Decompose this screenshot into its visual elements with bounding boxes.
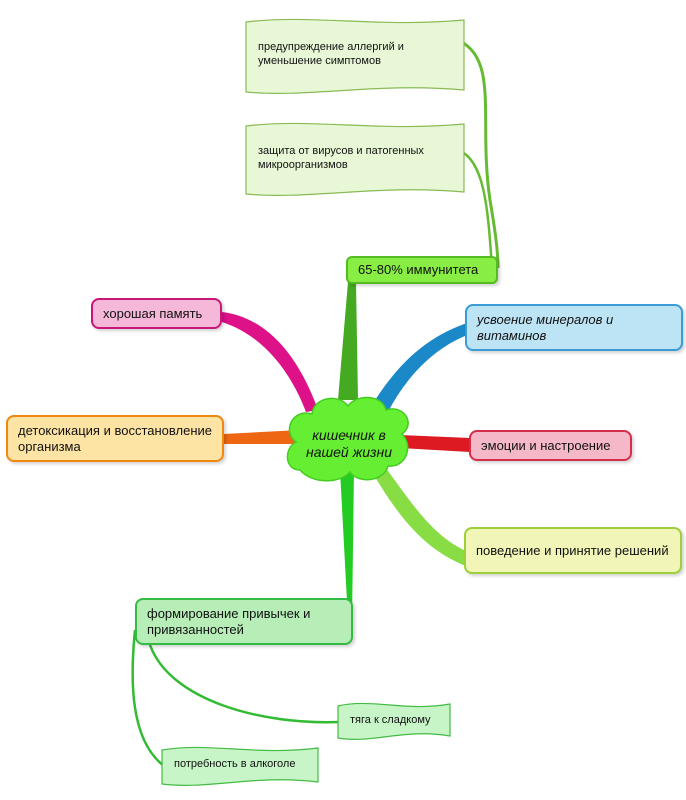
branch-emotions	[400, 435, 470, 452]
node-detox[interactable]: детоксикация и восстановление организма	[6, 415, 224, 462]
central-topic-cloud	[286, 396, 409, 482]
central-topic-label[interactable]: кишечник в нашей жизни	[306, 427, 392, 460]
node-emotions[interactable]: эмоции и настроение	[469, 430, 632, 461]
branch-immunity	[338, 282, 358, 400]
branch-memory	[222, 312, 318, 412]
node-immunity-label: 65-80% иммунитета	[358, 262, 479, 277]
note-alcohol-label: потребность в алкоголе	[174, 758, 296, 770]
node-behavior-label: поведение и принятие решений	[476, 542, 669, 558]
note-shape-sweets	[337, 702, 451, 740]
node-habits-label: формирование привычек и привязанностей	[147, 605, 311, 637]
note-shape-alcohol	[161, 746, 319, 786]
branch-behavior	[372, 460, 468, 566]
node-memory[interactable]: хорошая память	[91, 298, 222, 329]
connector-allergy	[457, 38, 500, 269]
note-alcohol[interactable]: потребность в алкоголе	[164, 744, 314, 784]
connector-viruses	[457, 148, 494, 269]
node-memory-label: хорошая память	[103, 305, 203, 321]
branch-detox	[224, 430, 302, 444]
note-sweets[interactable]: тяга к сладкому	[340, 700, 448, 740]
note-viruses-label: защита от вирусов и патогенных микроорга…	[258, 145, 424, 171]
node-habits[interactable]: формирование привычек и привязанностей	[135, 598, 353, 645]
node-vitamins[interactable]: усвоение минералов и витаминов	[465, 304, 683, 351]
note-allergy[interactable]: предупреждение аллергий и уменьшение сим…	[248, 30, 458, 78]
connector-sweets	[148, 644, 341, 724]
note-sweets-label: тяга к сладкому	[350, 714, 431, 726]
connector-alcohol	[131, 629, 165, 767]
note-viruses[interactable]: защита от вирусов и патогенных микроорга…	[248, 134, 458, 182]
node-vitamins-label: усвоение минералов и витаминов	[477, 311, 614, 343]
node-behavior[interactable]: поведение и принятие решений	[464, 527, 682, 574]
node-emotions-label: эмоции и настроение	[481, 437, 611, 453]
branch-habits	[340, 470, 354, 620]
node-detox-label: детоксикация и восстановление организма	[18, 422, 212, 454]
note-allergy-label: предупреждение аллергий и уменьшение сим…	[258, 41, 404, 67]
branch-vitamins	[372, 322, 470, 412]
note-shape-viruses	[245, 122, 465, 196]
node-immunity[interactable]: 65-80% иммунитета	[346, 256, 498, 284]
note-shape-allergy	[245, 18, 465, 94]
